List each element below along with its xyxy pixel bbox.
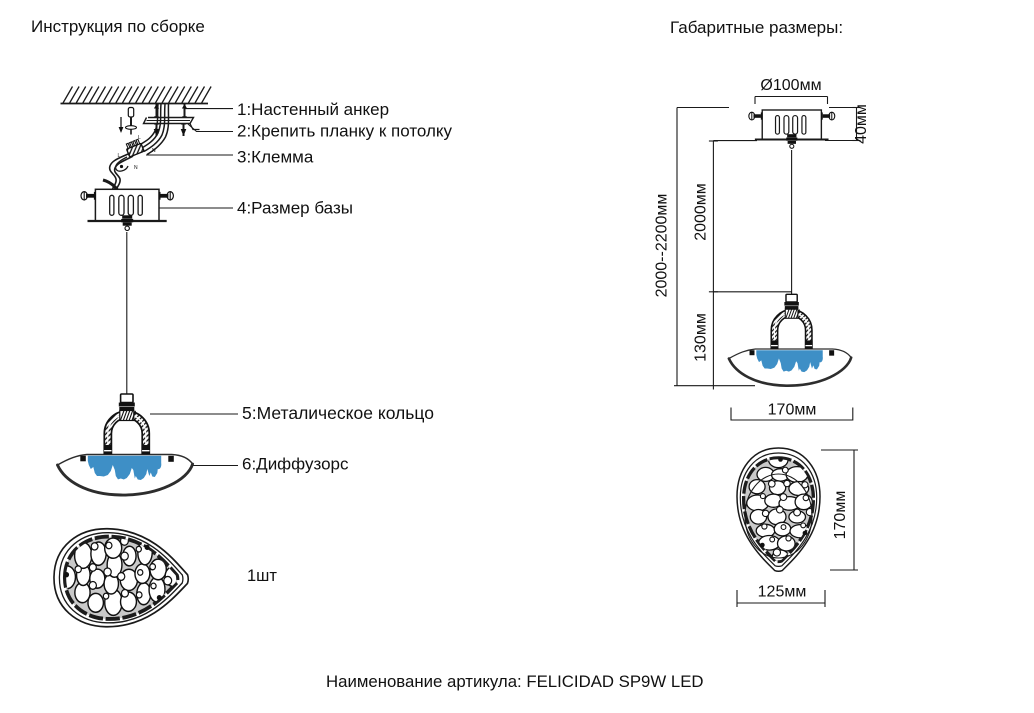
svg-text:Инструкция по сборке: Инструкция по сборке — [31, 17, 205, 36]
svg-text:4:Размер базы: 4:Размер базы — [237, 199, 353, 218]
svg-text:170мм: 170мм — [832, 491, 849, 540]
svg-text:N: N — [134, 165, 138, 171]
svg-text:6:Диффузорс: 6:Диффузорс — [242, 455, 349, 474]
svg-text:Габаритные размеры:: Габаритные размеры: — [670, 18, 843, 37]
svg-text:N: N — [152, 148, 156, 154]
svg-text:1:Настенный анкер: 1:Настенный анкер — [237, 100, 389, 119]
svg-text:Ø100мм: Ø100мм — [760, 77, 821, 94]
svg-text:125мм: 125мм — [758, 584, 807, 601]
svg-text:130мм: 130мм — [693, 313, 710, 362]
svg-text:2:Крепить планку к потолку: 2:Крепить планку к потолку — [237, 122, 453, 141]
svg-text:Наименование артикула: FELICID: Наименование артикула: FELICIDAD SP9W LE… — [326, 672, 704, 691]
svg-text:1шт: 1шт — [247, 567, 277, 585]
svg-text:170мм: 170мм — [768, 402, 817, 419]
svg-text:2000--2200мм: 2000--2200мм — [654, 194, 671, 298]
svg-text:40мм: 40мм — [853, 104, 870, 144]
svg-text:2000мм: 2000мм — [693, 183, 710, 241]
svg-text:L: L — [138, 135, 141, 141]
svg-text:3:Клемма: 3:Клемма — [237, 148, 314, 167]
svg-text:L: L — [118, 153, 121, 159]
svg-text:5:Металическое кольцо: 5:Металическое кольцо — [242, 403, 434, 423]
